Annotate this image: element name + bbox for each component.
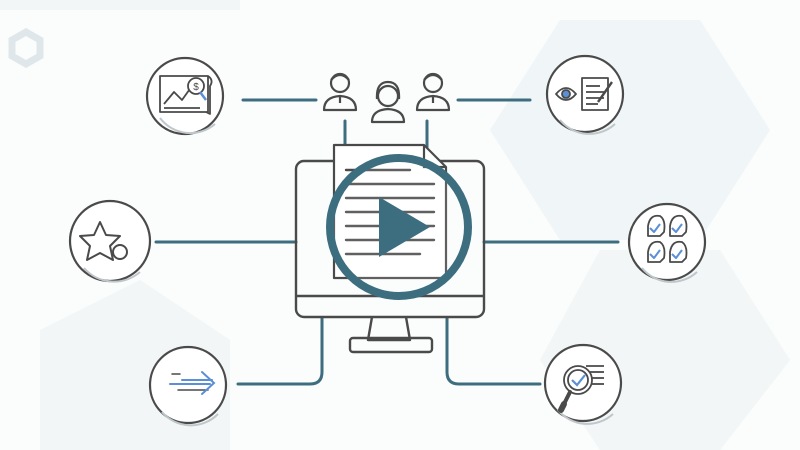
play-button[interactable] bbox=[326, 154, 472, 300]
review-document-icon bbox=[555, 77, 613, 111]
play-icon bbox=[379, 197, 430, 257]
search-check-node bbox=[543, 343, 623, 425]
approved-people-icon bbox=[647, 214, 688, 263]
search-check-icon bbox=[558, 365, 604, 413]
fast-forward-arrow-icon bbox=[169, 371, 216, 395]
review-node bbox=[545, 54, 625, 135]
financial-chart-node: $ bbox=[145, 56, 225, 136]
people-group-icon bbox=[322, 72, 451, 124]
brand-logo-icon bbox=[8, 27, 44, 69]
star-icon bbox=[79, 221, 128, 261]
star-node bbox=[68, 199, 152, 283]
svg-text:$: $ bbox=[193, 82, 199, 93]
financial-chart-icon: $ bbox=[159, 75, 213, 115]
approved-people-node bbox=[627, 202, 707, 283]
fast-forward-node bbox=[148, 345, 228, 427]
